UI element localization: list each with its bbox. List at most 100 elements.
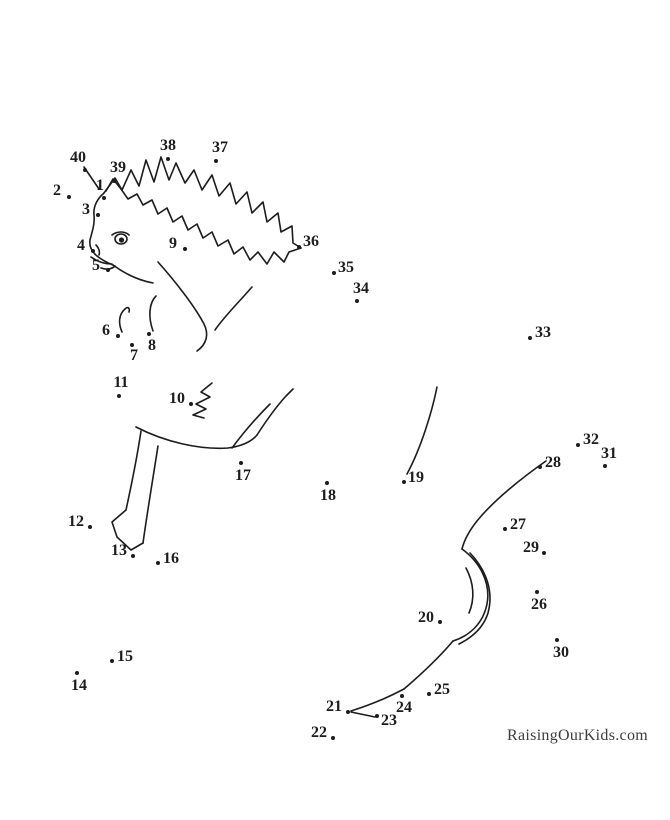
dot-point-12 [88, 525, 92, 529]
horse-eye-pupil [118, 237, 125, 243]
watermark-text: RaisingOurKids.com [507, 727, 648, 744]
dot-point-27 [503, 527, 507, 531]
dot-label-6: 6 [102, 322, 110, 339]
horse-stroke-23 [452, 548, 489, 642]
horse-stroke-12 [118, 306, 131, 333]
dot-point-16 [156, 561, 160, 565]
dot-label-21: 21 [326, 698, 342, 715]
dot-label-17: 17 [235, 467, 251, 484]
dot-point-38 [166, 157, 170, 161]
dot-point-30 [555, 638, 559, 642]
dot-label-16: 16 [163, 550, 179, 567]
dot-point-3 [96, 213, 100, 217]
dot-label-38: 38 [160, 137, 176, 154]
dot-point-40 [83, 168, 87, 172]
dot-point-26 [535, 590, 539, 594]
dot-point-5 [106, 268, 110, 272]
horse-stroke-9 [120, 188, 302, 265]
horse-stroke-25 [465, 567, 474, 614]
dot-point-14 [75, 671, 79, 675]
dot-point-32 [576, 443, 580, 447]
dot-label-14: 14 [71, 677, 87, 694]
dot-label-26: 26 [531, 596, 547, 613]
dot-point-39 [112, 179, 116, 183]
horse-stroke-17 [231, 403, 271, 449]
dot-point-22 [331, 736, 335, 740]
horse-stroke-4 [95, 244, 101, 256]
dot-label-12: 12 [68, 513, 84, 530]
dot-point-15 [110, 659, 114, 663]
horse-eye-outline [114, 233, 128, 245]
dot-point-34 [355, 299, 359, 303]
dot-point-19 [402, 480, 406, 484]
horse-stroke-26 [403, 640, 454, 690]
dot-label-36: 36 [303, 233, 319, 250]
horse-stroke-10 [157, 261, 208, 352]
dot-label-3: 3 [82, 201, 90, 218]
dot-point-2 [67, 195, 71, 199]
dot-label-8: 8 [148, 337, 156, 354]
dot-label-5: 5 [92, 257, 100, 274]
dot-point-28 [538, 465, 542, 469]
dot-label-10: 10 [169, 390, 185, 407]
dot-label-35: 35 [338, 259, 354, 276]
horse-stroke-2 [89, 192, 114, 266]
dot-label-13: 13 [111, 542, 127, 559]
horse-stroke-21 [406, 386, 438, 475]
dot-point-20 [438, 620, 442, 624]
horse-stroke-27 [350, 688, 405, 712]
dot-point-21 [346, 710, 350, 714]
dot-point-6 [116, 334, 120, 338]
dot-label-31: 31 [601, 445, 617, 462]
dot-label-25: 25 [434, 681, 450, 698]
dot-label-27: 27 [510, 516, 526, 533]
dot-label-39: 39 [110, 159, 126, 176]
dot-label-28: 28 [545, 454, 561, 471]
dot-label-40: 40 [70, 149, 86, 166]
dot-label-18: 18 [320, 487, 336, 504]
horse-outline-paths [83, 156, 547, 718]
dot-label-4: 4 [77, 237, 85, 254]
horse-stroke-15 [135, 426, 258, 450]
dot-label-22: 22 [311, 724, 327, 741]
dot-label-1: 1 [96, 177, 104, 194]
dot-point-37 [214, 159, 218, 163]
horse-stroke-3 [90, 256, 113, 265]
dot-point-10 [189, 402, 193, 406]
dot-point-8 [147, 332, 151, 336]
horse-stroke-7 [111, 231, 130, 236]
dot-point-31 [603, 464, 607, 468]
dot-label-11: 11 [113, 374, 129, 391]
dot-point-18 [325, 481, 329, 485]
dot-point-1 [102, 196, 106, 200]
dot-label-23: 23 [381, 712, 397, 729]
dot-label-30: 30 [553, 644, 569, 661]
dot-label-15: 15 [117, 648, 133, 665]
dot-point-33 [528, 336, 532, 340]
horse-eye [114, 233, 128, 245]
dot-label-37: 37 [212, 139, 228, 156]
dot-point-13 [131, 554, 135, 558]
dot-point-11 [117, 394, 121, 398]
dot-point-24 [400, 694, 404, 698]
horse-stroke-22 [461, 460, 547, 550]
horse-stroke-16 [256, 388, 294, 436]
dot-label-32: 32 [583, 431, 599, 448]
horse-stroke-8 [103, 156, 302, 249]
dot-label-20: 20 [418, 609, 434, 626]
dot-label-2: 2 [53, 182, 61, 199]
dot-point-25 [427, 692, 431, 696]
horse-stroke-24 [458, 552, 491, 645]
dot-label-29: 29 [523, 539, 539, 556]
dot-point-36 [297, 245, 301, 249]
horse-stroke-14 [192, 382, 213, 419]
dot-point-9 [183, 247, 187, 251]
dot-point-17 [239, 461, 243, 465]
dot-label-34: 34 [353, 280, 369, 297]
dot-label-9: 9 [169, 235, 177, 252]
horse-stroke-11 [214, 286, 253, 331]
dot-point-35 [332, 271, 336, 275]
